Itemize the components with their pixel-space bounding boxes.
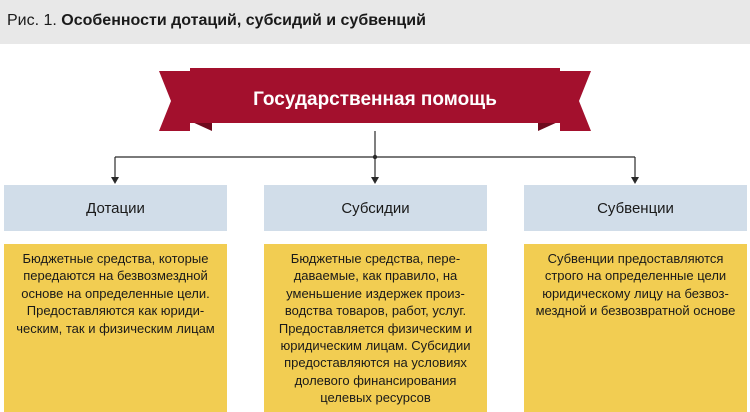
heading-subventsii: Субвенции <box>524 185 747 231</box>
ribbon-left-tail <box>159 71 190 131</box>
arrowhead-subventsii <box>631 177 639 184</box>
ribbon-center <box>190 68 560 123</box>
heading-dotatsii: Дотации <box>4 185 227 231</box>
figure-caption: Рис. 1. Особенности дотаций, субсидий и … <box>7 12 426 30</box>
heading-subsidii: Субсидии <box>264 185 487 231</box>
ribbon-right-tail <box>560 71 591 131</box>
ribbon-right-fold <box>538 121 560 131</box>
description-subventsii: Субвенции предоставляются строго на опре… <box>524 244 747 412</box>
description-subsidii: Бюджетные средства, пере-даваемые, как п… <box>264 244 487 412</box>
arrowhead-dotatsii <box>111 177 119 184</box>
figure-caption-prefix: Рис. 1. <box>7 12 57 29</box>
figure-caption-bar: Рис. 1. Особенности дотаций, субсидий и … <box>0 0 750 44</box>
arrowhead-subsidii <box>371 177 379 184</box>
description-dotatsii: Бюджетные средства, которые передаются н… <box>4 244 227 412</box>
ribbon-left-fold <box>190 121 212 131</box>
root-label: Государственная помощь <box>253 89 497 110</box>
figure-caption-title: Особенности дотаций, субсидий и субвенци… <box>61 12 426 29</box>
